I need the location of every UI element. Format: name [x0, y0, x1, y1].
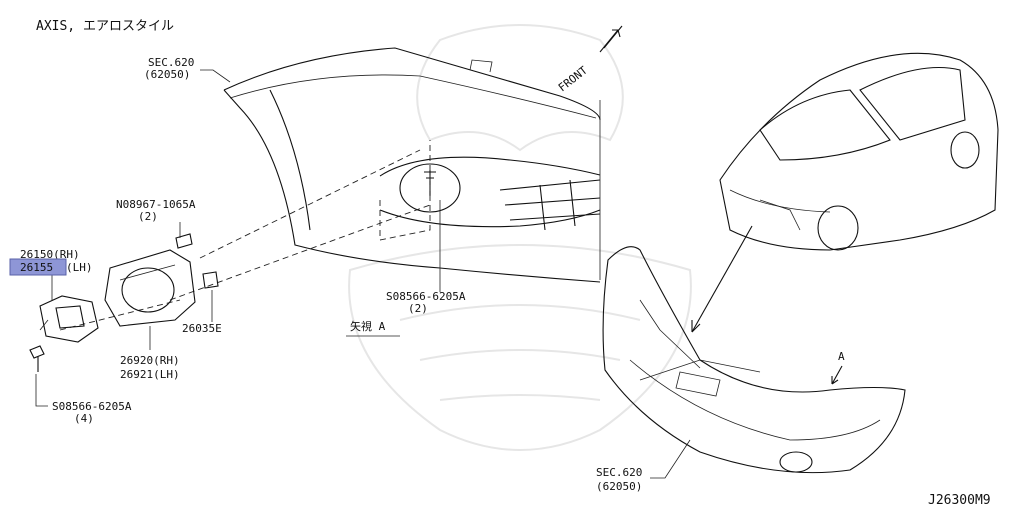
- arrow-a-icon: [831, 365, 843, 385]
- diagram-id: J26300M9: [928, 493, 991, 508]
- car-icon: [719, 52, 999, 251]
- label-s08566-mid: S08566-6205A: [386, 290, 466, 303]
- label-s08566-bot-qty: (4): [74, 412, 94, 425]
- label-26035e: 26035E: [182, 322, 222, 335]
- assembly-line-3: [59, 299, 181, 331]
- label-sec620-top: SEC.620: [148, 56, 194, 69]
- highlight-26155: [9, 258, 67, 276]
- leader-s08566-bot: [35, 374, 48, 407]
- assembly-line-1: [199, 149, 421, 259]
- label-26920: 26920(RH): [120, 354, 180, 367]
- leader-sec620-top: [200, 69, 231, 83]
- label-n08967: N08967-1065A: [116, 198, 196, 211]
- watermark-emblem: [348, 24, 692, 451]
- fog-bracket-drawing: [104, 249, 196, 327]
- front-arrow-icon: [599, 25, 623, 53]
- assembly-line-2: [169, 204, 431, 301]
- bolt-lower-icon: [29, 345, 45, 372]
- bolt-icon: [424, 170, 436, 196]
- bumper-corner-drawing: [223, 47, 601, 283]
- front-label: FRONT: [556, 64, 590, 95]
- fog-lamp-icon: [39, 295, 99, 343]
- label-26150: 26150(RH): [20, 248, 80, 261]
- bumper-icon: [602, 246, 906, 474]
- pointer-line: [691, 225, 753, 333]
- label-view-a: 矢視 A: [350, 319, 386, 333]
- bumper-fog-recess: [399, 163, 461, 213]
- clip-top-icon: [175, 233, 193, 249]
- label-arrow-a: A: [838, 350, 845, 363]
- label-sec620-bot-num: (62050): [596, 480, 642, 493]
- label-sec620-top-num: (62050): [144, 68, 190, 81]
- label-sec620-bot: SEC.620: [596, 466, 642, 479]
- clip-icon: [202, 271, 219, 289]
- label-s08566-bot: S08566-6205A: [52, 400, 132, 413]
- label-26155-side: (LH): [66, 261, 93, 274]
- label-n08967-qty: (2): [138, 210, 158, 223]
- header-title: AXIS, エアロスタイル: [36, 19, 174, 34]
- pointer-arrowhead-icon: [691, 320, 701, 333]
- label-26155: 26155: [20, 261, 53, 274]
- label-26921: 26921(LH): [120, 368, 180, 381]
- label-s08566-mid-qty: (2): [408, 302, 428, 315]
- leader-sec620-bot: [650, 439, 691, 479]
